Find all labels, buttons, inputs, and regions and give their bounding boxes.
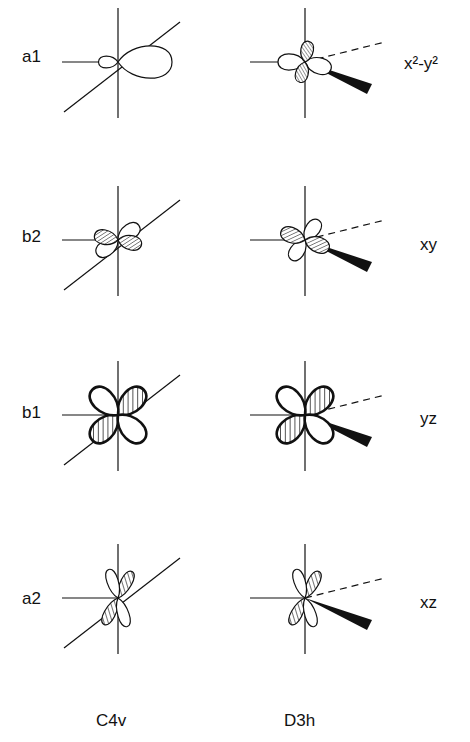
group-label: D3h bbox=[284, 712, 315, 729]
orbital-label: x²-y² bbox=[404, 55, 438, 72]
orbital-label: b1 bbox=[22, 404, 41, 421]
orbital-label: xy bbox=[420, 236, 437, 253]
orbital-label: yz bbox=[420, 410, 437, 427]
orbital-label: a2 bbox=[22, 590, 41, 607]
orbital-label: xz bbox=[420, 594, 437, 611]
orbital-label: a1 bbox=[22, 48, 41, 65]
group-label: C4v bbox=[96, 712, 126, 729]
orbital-label: b2 bbox=[22, 228, 41, 245]
